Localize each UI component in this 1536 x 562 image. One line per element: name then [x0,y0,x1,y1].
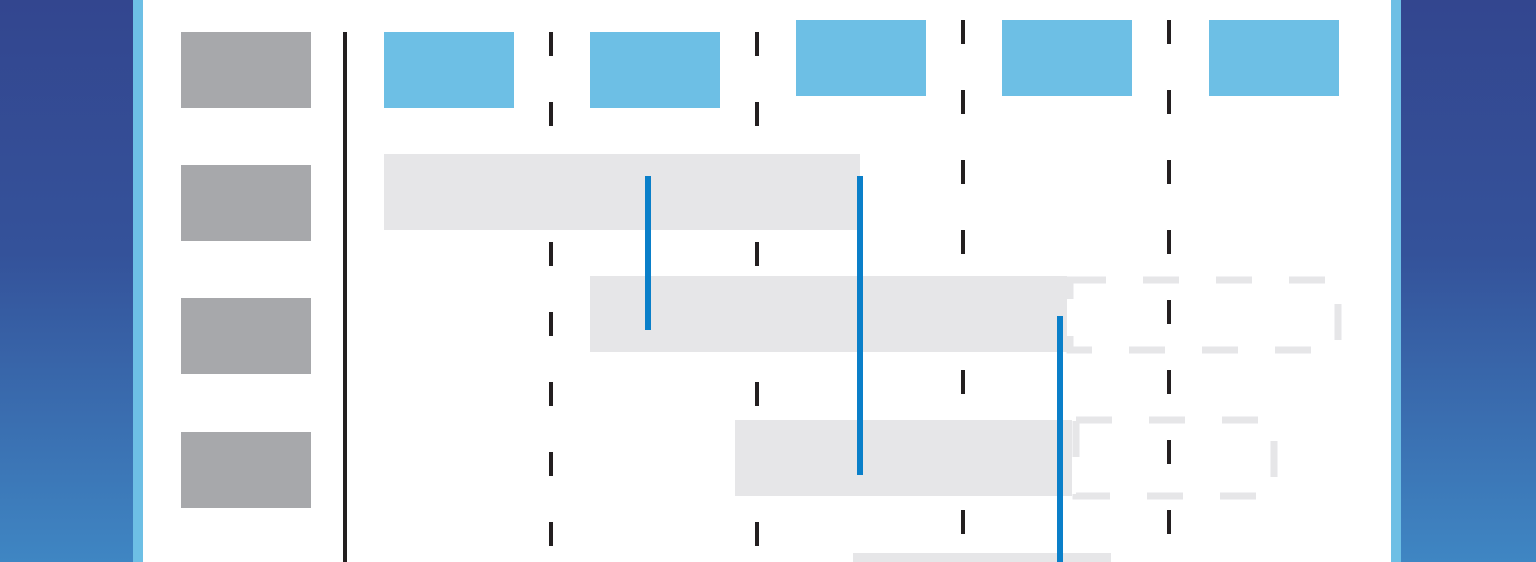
row-labels [181,32,311,508]
left-frame-band [0,0,133,562]
left-panel-border [133,0,143,562]
task-bar [853,553,1111,562]
column-headers [384,20,1339,108]
column-header-block [384,32,514,108]
projected-task-outline [1072,416,1278,500]
right-panel-border [1391,0,1401,562]
right-frame-band [1401,0,1536,562]
column-header-block [796,20,926,96]
column-header-block [590,32,720,108]
dependency-lines [645,176,1063,562]
task-bar [735,420,1072,496]
projected-task-outline [1066,276,1342,354]
row-label-block [181,32,311,108]
column-header-block [1209,20,1339,96]
task-bar [590,276,1067,352]
row-label-block [181,298,311,374]
task-bar [384,154,860,230]
row-label-block [181,165,311,241]
task-bars [384,154,1342,562]
row-label-block [181,432,311,508]
column-header-block [1002,20,1132,96]
